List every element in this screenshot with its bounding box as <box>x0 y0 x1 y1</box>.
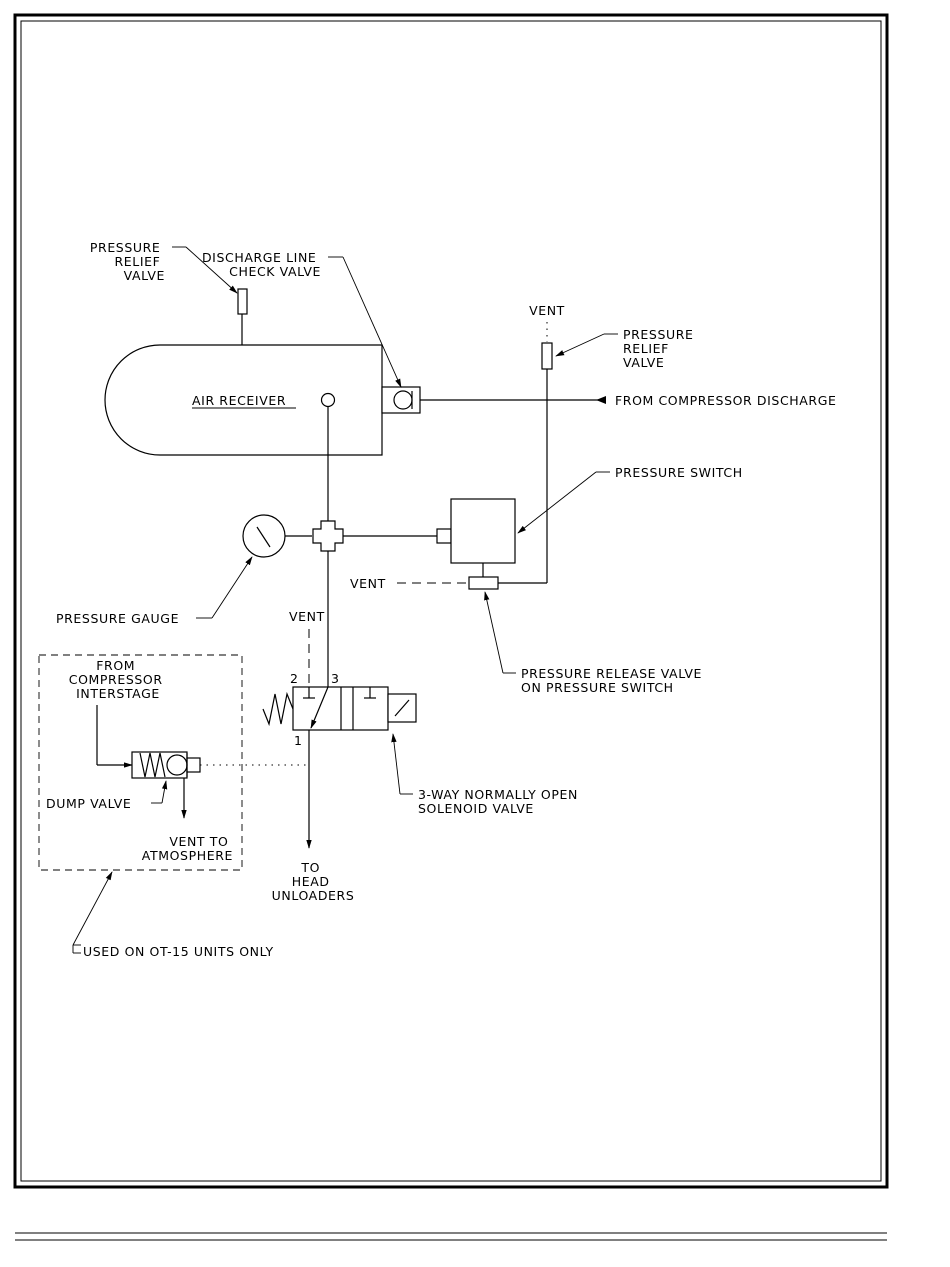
pressure-gauge-label: PRESSURE GAUGE <box>56 611 179 626</box>
release-valve-label: PRESSURE RELEASE VALVE ON PRESSURE SWITC… <box>521 666 707 695</box>
vent-atmosphere-label: VENT TO ATMOSPHERE <box>142 834 233 863</box>
vent-top-label: VENT <box>529 303 565 318</box>
page-frame <box>13 13 889 1241</box>
relief-valve-right-label: PRESSURE RELIEF VALVE <box>623 327 698 370</box>
relief-valve-top <box>237 288 248 345</box>
receiver-outlet <box>320 392 336 408</box>
check-valve-label: DISCHARGE LINE CHECK VALVE <box>202 250 321 279</box>
dump-valve <box>131 751 201 779</box>
relief-valve-top-label: PRESSURE RELIEF VALVE <box>90 240 165 283</box>
solenoid-valve-label: 3-WAY NORMALLY OPEN SOLENOID VALVE <box>418 787 583 816</box>
head-unloaders-label: TO HEAD UNLOADERS <box>272 860 355 903</box>
interstage-label: FROM COMPRESSOR INTERSTAGE <box>69 658 167 701</box>
vent-switch-label: VENT <box>350 576 386 591</box>
pressure-release-valve <box>468 576 499 590</box>
port-3: 3 <box>331 671 340 686</box>
check-valve <box>381 386 421 414</box>
relief-valve-right <box>541 342 553 370</box>
port-1: 1 <box>294 733 303 748</box>
port-2: 2 <box>290 671 299 686</box>
vent-solenoid-label: VENT <box>289 609 325 624</box>
pressure-gauge <box>242 514 286 558</box>
from-discharge-label: FROM COMPRESSOR DISCHARGE <box>615 393 837 408</box>
ot15-region <box>38 654 243 871</box>
air-receiver-label: AIR RECEIVER <box>192 393 286 408</box>
dump-valve-label: DUMP VALVE <box>46 796 131 811</box>
solenoid-valve <box>262 686 417 731</box>
pipe-cross <box>312 520 344 552</box>
air-receiver: AIR RECEIVER <box>104 344 383 456</box>
used-on-label: USED ON OT-15 UNITS ONLY <box>83 944 274 959</box>
pressure-switch-label: PRESSURE SWITCH <box>615 465 743 480</box>
pressure-switch <box>436 498 516 590</box>
